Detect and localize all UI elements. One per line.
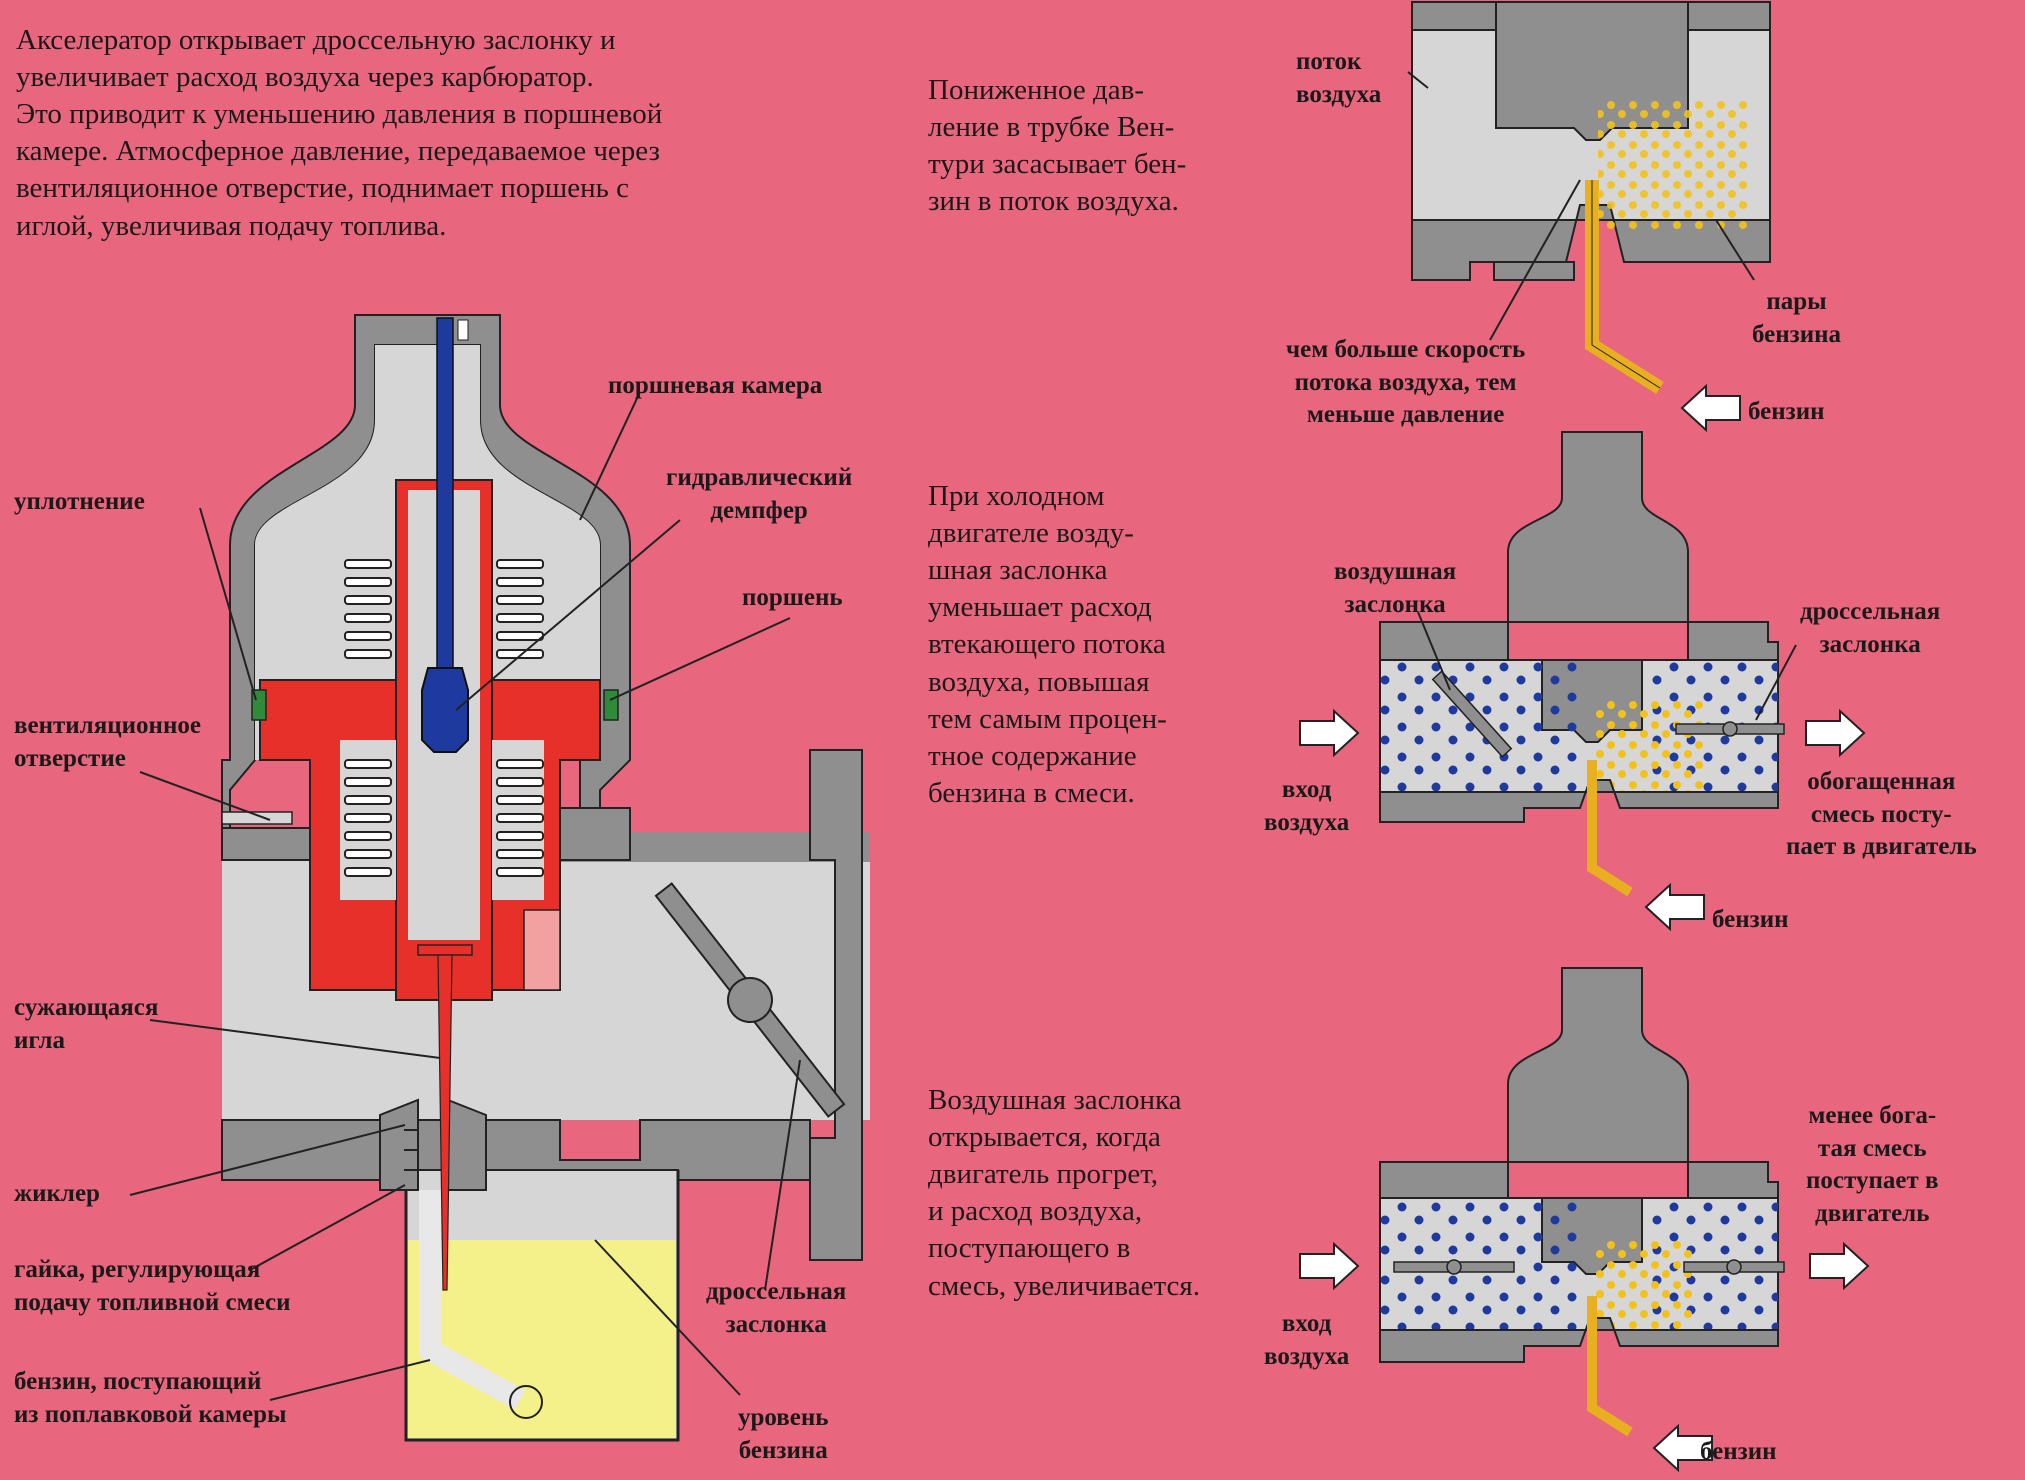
label-cold-air-in: вход воздуха bbox=[1264, 776, 1350, 836]
label-lean-mix: менее бога- тая смесь поступает в двигат… bbox=[1806, 1102, 1939, 1227]
warm-engine-diagram bbox=[1299, 967, 1869, 1471]
leader-lines bbox=[129, 391, 801, 1401]
damper-rod bbox=[436, 317, 454, 669]
label-vent: вентиляционное отверстие bbox=[14, 712, 201, 772]
venturi-text: Пониженное дав- ление в трубке Вен- тури… bbox=[928, 74, 1187, 218]
main-carburetor bbox=[129, 314, 870, 1442]
cold-engine-text: При холодном двигателе возду- шная засло… bbox=[928, 480, 1167, 809]
label-hydraulic-damper: гидравлический демпфер bbox=[666, 464, 853, 524]
cold-choke bbox=[1431, 670, 1513, 758]
label-adjust-nut: гайка, регулирующая подачу топливной сме… bbox=[14, 1256, 291, 1316]
label-speed-pressure: чем больше скорость потока воздуха, тем … bbox=[1286, 336, 1526, 428]
label-piston: поршень bbox=[742, 584, 843, 611]
tapered-needle bbox=[437, 954, 453, 1291]
label-rich-mix: обогащенная смесь посту- пает в двигател… bbox=[1786, 768, 1977, 860]
label-jet: жиклер bbox=[14, 1180, 100, 1207]
venturi-detail bbox=[1407, 1, 1771, 431]
fuel-level-area bbox=[408, 1240, 676, 1438]
label-venturi-fuel: бензин bbox=[1748, 398, 1825, 425]
label-cold-fuel: бензин bbox=[1712, 906, 1789, 933]
label-fuel-level: уровень бензина bbox=[738, 1404, 829, 1464]
damper-piston bbox=[421, 667, 469, 753]
label-throttle: дроссельная заслонка bbox=[706, 1278, 847, 1338]
seal-right bbox=[603, 689, 619, 721]
label-fuel-vapors: пары бензина bbox=[1752, 288, 1842, 348]
cold-engine-diagram bbox=[1299, 431, 1865, 930]
label-air-flow: поток воздуха bbox=[1296, 48, 1382, 108]
intro-text: Акселератор открывает дроссельную заслон… bbox=[16, 24, 663, 242]
label-seal: уплотнение bbox=[14, 488, 145, 515]
label-piston-chamber: поршневая камера bbox=[608, 372, 823, 399]
label-cold-throttle: дроссельная заслонка bbox=[1800, 598, 1941, 658]
label-choke: воздушная заслонка bbox=[1334, 558, 1457, 618]
throttle-plate bbox=[654, 882, 846, 1118]
label-warm-fuel: бензин bbox=[1700, 1438, 1777, 1465]
springs bbox=[344, 559, 544, 877]
label-warm-air-in: вход воздуха bbox=[1264, 1310, 1350, 1370]
warm-engine-text: Воздушная заслонка открывается, когда дв… bbox=[928, 1084, 1200, 1302]
label-needle: сужающаяся игла bbox=[14, 994, 159, 1054]
label-fuel-from-float: бензин, поступающий из поплавковой камер… bbox=[14, 1368, 287, 1428]
